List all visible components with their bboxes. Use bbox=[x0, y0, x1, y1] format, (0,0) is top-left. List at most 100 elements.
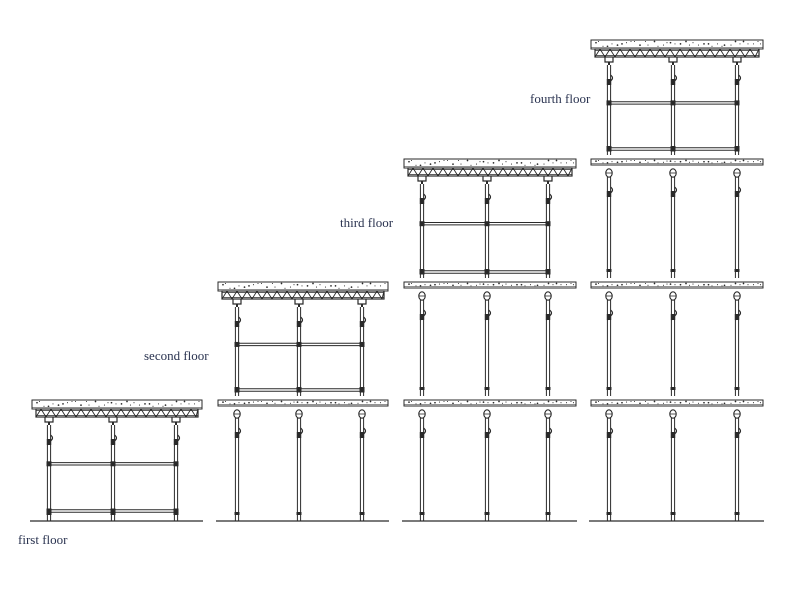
slab-speck bbox=[457, 400, 460, 403]
slab-speck bbox=[697, 284, 700, 286]
truss-web bbox=[527, 167, 534, 177]
label-first-floor: first floor bbox=[18, 532, 68, 547]
slab-speck bbox=[757, 400, 759, 403]
truss-web bbox=[326, 290, 333, 300]
slab-speck bbox=[639, 44, 641, 46]
truss-web bbox=[512, 167, 519, 177]
slab-speck bbox=[685, 159, 687, 162]
slab-speck bbox=[324, 402, 327, 404]
slab-speck bbox=[47, 405, 50, 408]
prop-clamp bbox=[419, 387, 425, 390]
slab-speck bbox=[630, 159, 632, 162]
slab-speck bbox=[384, 400, 386, 403]
truss-web bbox=[679, 48, 686, 58]
truss-web bbox=[689, 48, 696, 58]
truss-web bbox=[120, 408, 127, 418]
truss-web bbox=[442, 167, 449, 177]
slab-speck bbox=[498, 159, 500, 162]
truss-web bbox=[734, 48, 741, 58]
slab-speck bbox=[284, 403, 286, 405]
slab-speck bbox=[248, 285, 250, 287]
prop-clamp bbox=[484, 512, 490, 515]
slab-speck bbox=[611, 402, 613, 404]
slab-speck bbox=[565, 284, 568, 286]
slab-speck bbox=[266, 402, 268, 405]
slab-speck bbox=[697, 402, 700, 404]
slab-speck bbox=[647, 44, 649, 46]
truss-web bbox=[311, 290, 318, 300]
slab-speck bbox=[602, 45, 604, 47]
truss-web bbox=[639, 48, 646, 58]
slab-speck bbox=[510, 284, 513, 286]
prop-sleeve bbox=[234, 321, 240, 327]
slab-speck bbox=[707, 43, 710, 45]
truss-web bbox=[502, 167, 509, 177]
label-fourth-floor: fourth floor bbox=[530, 91, 591, 106]
truss-web bbox=[472, 167, 479, 177]
slab-speck bbox=[662, 161, 665, 163]
slab-speck bbox=[224, 400, 227, 403]
slab-speck bbox=[734, 400, 737, 403]
slab-speck bbox=[759, 161, 762, 163]
truss-web bbox=[562, 167, 569, 177]
truss-web bbox=[427, 167, 434, 177]
slab-speck bbox=[639, 284, 641, 287]
slab-speck bbox=[408, 283, 410, 285]
slab-speck bbox=[679, 283, 682, 286]
slab-speck bbox=[621, 160, 623, 163]
slab-speck bbox=[685, 40, 687, 43]
slab-speck bbox=[534, 285, 536, 287]
slab-speck bbox=[555, 282, 558, 285]
slab-speck bbox=[707, 160, 710, 163]
prop-sleeve bbox=[670, 79, 676, 85]
slab-speck bbox=[711, 162, 713, 164]
truss-web bbox=[649, 48, 656, 58]
prop-sleeve bbox=[173, 439, 179, 445]
slab-speck bbox=[616, 161, 619, 164]
slab-speck bbox=[552, 284, 554, 286]
slab-speck bbox=[560, 402, 562, 404]
slab-speck bbox=[625, 283, 628, 285]
slab-speck bbox=[348, 287, 350, 289]
slab-speck bbox=[759, 43, 762, 45]
slab-speck bbox=[350, 286, 353, 288]
slab-speck bbox=[438, 401, 441, 403]
slab-speck bbox=[501, 163, 504, 165]
prop-head bbox=[417, 176, 427, 182]
slab-speck bbox=[457, 159, 460, 162]
slab-speck bbox=[424, 402, 426, 404]
slab-speck bbox=[644, 400, 647, 403]
slab-speck bbox=[734, 282, 737, 285]
slab-speck bbox=[759, 402, 762, 404]
slab-speck bbox=[438, 161, 441, 163]
slab-speck bbox=[452, 163, 454, 165]
slab-speck bbox=[482, 401, 485, 403]
slab-speck bbox=[752, 43, 755, 45]
slab-speck bbox=[703, 401, 705, 404]
truss-web bbox=[155, 408, 162, 418]
slab-speck bbox=[306, 401, 309, 404]
truss-web bbox=[614, 48, 621, 58]
truss-web bbox=[160, 408, 167, 418]
slab-speck bbox=[238, 285, 240, 287]
slab-speck bbox=[616, 284, 619, 287]
prop-clamp bbox=[606, 269, 612, 272]
slab-floor bbox=[403, 399, 577, 407]
slab-speck bbox=[662, 402, 665, 404]
slab-speck bbox=[62, 403, 64, 405]
slab-speck bbox=[280, 282, 283, 285]
slab-speck bbox=[330, 401, 332, 404]
slab-speck bbox=[742, 282, 745, 285]
ledger-node bbox=[46, 461, 52, 467]
prop-clamp bbox=[670, 512, 676, 515]
slab-speck bbox=[657, 45, 659, 47]
slab-speck bbox=[415, 403, 417, 405]
slab-speck bbox=[229, 287, 231, 289]
slab-speck bbox=[752, 284, 755, 286]
slab-speck bbox=[534, 403, 536, 405]
slab-speck bbox=[688, 402, 691, 404]
prop-sleeve bbox=[545, 198, 551, 204]
truss-web bbox=[175, 408, 182, 418]
truss-web bbox=[749, 48, 756, 58]
truss-web bbox=[719, 48, 726, 58]
